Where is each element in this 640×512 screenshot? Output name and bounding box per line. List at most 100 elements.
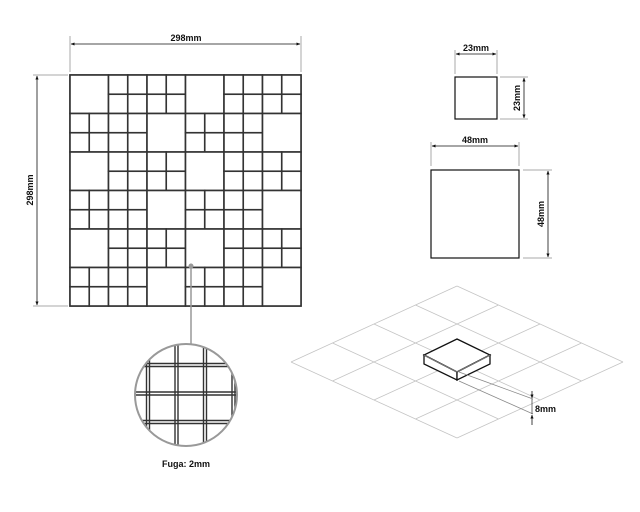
small-tile-cell bbox=[223, 285, 245, 307]
small-tile-cell bbox=[242, 131, 264, 153]
small-tile-cell bbox=[261, 74, 283, 96]
small-tile-cell bbox=[242, 112, 264, 134]
small-tile-cell bbox=[242, 247, 264, 269]
large-tile-cell bbox=[146, 112, 187, 153]
large-tile bbox=[430, 169, 520, 259]
mosaic-height-label: 298mm bbox=[25, 174, 35, 205]
small-tile-width-label: 23mm bbox=[463, 43, 489, 53]
small-tile-cell bbox=[203, 112, 225, 134]
small-tile-cell bbox=[261, 247, 283, 269]
small-tile-height-label: 23mm bbox=[512, 85, 522, 111]
grout-detail-circle: Fuga: 2mm bbox=[134, 343, 238, 469]
small-tile-cell bbox=[107, 285, 129, 307]
large-tile-cell bbox=[184, 228, 225, 269]
small-tile-cell bbox=[165, 228, 187, 250]
large-tile-cell bbox=[146, 266, 187, 307]
small-tile-cell bbox=[88, 266, 110, 288]
large-tile-cell bbox=[261, 266, 302, 307]
small-tile-cell bbox=[69, 112, 91, 134]
small-tile-cell bbox=[165, 247, 187, 269]
small-tile-cell bbox=[107, 208, 129, 230]
small-tile-cell bbox=[223, 208, 245, 230]
large-tile-cell bbox=[69, 74, 110, 115]
small-tile-cell bbox=[184, 131, 206, 153]
small-tile-cell bbox=[126, 208, 148, 230]
small-tile-cell bbox=[146, 247, 168, 269]
small-tile-cell bbox=[261, 170, 283, 192]
large-tile-cell bbox=[69, 151, 110, 192]
small-tile-cell bbox=[88, 285, 110, 307]
small-tile-cell bbox=[242, 208, 264, 230]
small-tile-cell bbox=[146, 74, 168, 96]
small-tile-cell bbox=[203, 189, 225, 211]
small-tile-cell bbox=[223, 266, 245, 288]
small-tile-cell bbox=[69, 208, 91, 230]
small-tile-cell bbox=[69, 189, 91, 211]
thickness-label: 8mm bbox=[535, 404, 556, 414]
small-tile-cell bbox=[69, 131, 91, 153]
small-tile-cell bbox=[126, 131, 148, 153]
small-tile-cell bbox=[165, 151, 187, 173]
small-tile-cell bbox=[126, 170, 148, 192]
small-tile-cell bbox=[184, 285, 206, 307]
large-tile-cell bbox=[261, 189, 302, 230]
thickness-dimension: 8mm bbox=[458, 371, 556, 425]
small-tile-cell bbox=[223, 228, 245, 250]
small-tile-cell bbox=[242, 266, 264, 288]
detail-leader bbox=[188, 263, 194, 344]
small-tile-cell bbox=[261, 93, 283, 115]
isometric-view: 8mm bbox=[290, 285, 624, 439]
small-tile-cell bbox=[126, 266, 148, 288]
small-tile-cell bbox=[146, 93, 168, 115]
small-tile-cell bbox=[280, 247, 302, 269]
large-tile-cell bbox=[69, 228, 110, 269]
small-tile-cell bbox=[203, 208, 225, 230]
small-tile-cell bbox=[223, 93, 245, 115]
mosaic-height-dimension: 298mm bbox=[25, 74, 68, 307]
small-tile-cell bbox=[126, 112, 148, 134]
small-tile-cell bbox=[184, 189, 206, 211]
small-tile-cell bbox=[242, 285, 264, 307]
small-tile-cell bbox=[203, 285, 225, 307]
small-tile-cell bbox=[88, 112, 110, 134]
small-tile-cell bbox=[203, 131, 225, 153]
small-tile-cell bbox=[107, 247, 129, 269]
small-tile-cell bbox=[126, 285, 148, 307]
small-tile-cell bbox=[242, 93, 264, 115]
large-tile-drawing: 48mm 48mm bbox=[430, 135, 552, 259]
mosaic-sheet bbox=[69, 74, 302, 307]
small-tile-cell bbox=[242, 74, 264, 96]
small-tile-cell bbox=[88, 208, 110, 230]
small-tile-cell bbox=[165, 93, 187, 115]
small-tile-cell bbox=[126, 93, 148, 115]
small-tile-cell bbox=[107, 189, 129, 211]
small-tile-cell bbox=[223, 189, 245, 211]
small-tile-cell bbox=[242, 151, 264, 173]
small-tile-cell bbox=[165, 74, 187, 96]
small-tile-cell bbox=[126, 74, 148, 96]
small-tile-cell bbox=[223, 112, 245, 134]
small-tile-cell bbox=[107, 131, 129, 153]
small-tile-cell bbox=[184, 208, 206, 230]
large-tile-height-label: 48mm bbox=[536, 201, 546, 227]
small-tile-cell bbox=[242, 189, 264, 211]
small-tile-cell bbox=[107, 74, 129, 96]
mosaic-width-dimension: 298mm bbox=[69, 33, 302, 72]
large-tile-cell bbox=[184, 74, 225, 115]
small-tile-cell bbox=[88, 131, 110, 153]
small-tile-cell bbox=[223, 151, 245, 173]
small-tile-cell bbox=[107, 93, 129, 115]
large-tile-width-label: 48mm bbox=[462, 135, 488, 145]
small-tile-cell bbox=[107, 228, 129, 250]
large-tile-cell bbox=[184, 151, 225, 192]
small-tile-cell bbox=[126, 247, 148, 269]
small-tile-cell bbox=[69, 285, 91, 307]
isometric-tile bbox=[422, 338, 492, 382]
large-tile-cell bbox=[261, 112, 302, 153]
small-tile-cell bbox=[88, 189, 110, 211]
small-tile-cell bbox=[107, 112, 129, 134]
small-tile-cell bbox=[203, 266, 225, 288]
small-tile-cell bbox=[146, 151, 168, 173]
small-tile-cell bbox=[223, 170, 245, 192]
